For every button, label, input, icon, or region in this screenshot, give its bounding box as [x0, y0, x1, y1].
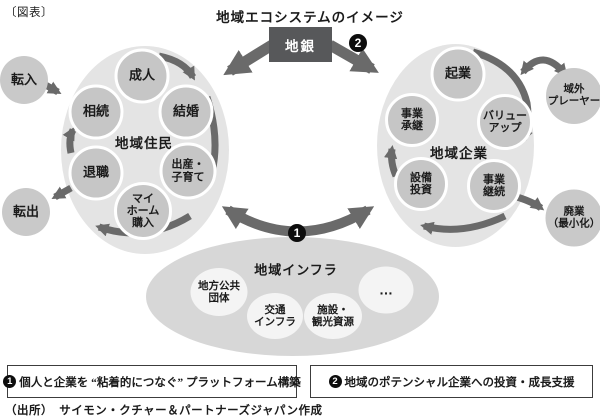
infrastructure-label: 地域インフラ [254, 262, 338, 278]
node-move-out: 転出 [2, 188, 50, 236]
arrow-bank-to-residents [223, 40, 275, 76]
node-home-purchase: マイ ホーム 購入 [114, 182, 172, 240]
bank-box: 地銀 [269, 27, 332, 62]
node-adult: 成人 [114, 48, 170, 104]
node-childbirth: 出産・ 子育て [159, 142, 217, 200]
node-continuity: 事業 継続 [467, 159, 521, 213]
node-marriage: 結婚 [158, 84, 214, 140]
badge-1: 1 [288, 224, 306, 242]
node-closure: 廃業 （最小化） [545, 189, 600, 247]
page-title: 地域エコシステムのイメージ [216, 10, 404, 25]
node-municipality: 地方公共 団体 [190, 268, 248, 316]
note-1-badge: 1 [3, 375, 17, 388]
bank-label: 地銀 [285, 38, 316, 54]
node-capex: 設備 投資 [394, 157, 448, 211]
node-move-in: 転入 [0, 56, 48, 104]
node-facilities: 施設・ 観光資源 [304, 293, 362, 339]
note-2-text: 地域のポテンシャル企業への投資・成長支援 [344, 376, 575, 389]
node-transport: 交通 インフラ [247, 293, 303, 339]
note-1-text: 個人と企業を “粘着的につなぐ” プラットフォーム構築 [19, 376, 301, 389]
node-value-up: バリュー アップ [477, 94, 533, 150]
residents-center-label: 地域住民 [115, 136, 173, 151]
node-others: … [358, 266, 414, 314]
companies-center-label: 地域企業 [430, 146, 488, 161]
note-box-2: 2 地域のポテンシャル企業への投資・成長支援 [310, 365, 593, 398]
note-box-1: 1 個人と企業を “粘着的につなぐ” プラットフォーム構築 [3, 365, 301, 398]
source-line: （出所） サイモン・クチャー＆パートナーズジャパン作成 [5, 405, 323, 417]
figure-label: 〔図表〕 [5, 7, 53, 19]
node-succession: 事業 承継 [385, 93, 439, 147]
node-external-player: 域外 プレーヤー [546, 68, 600, 124]
note-2-badge: 2 [328, 375, 342, 388]
node-startup: 起業 [430, 46, 486, 102]
node-inheritance: 相続 [68, 84, 124, 140]
node-retirement: 退職 [68, 145, 124, 201]
badge-2: 2 [349, 34, 367, 52]
